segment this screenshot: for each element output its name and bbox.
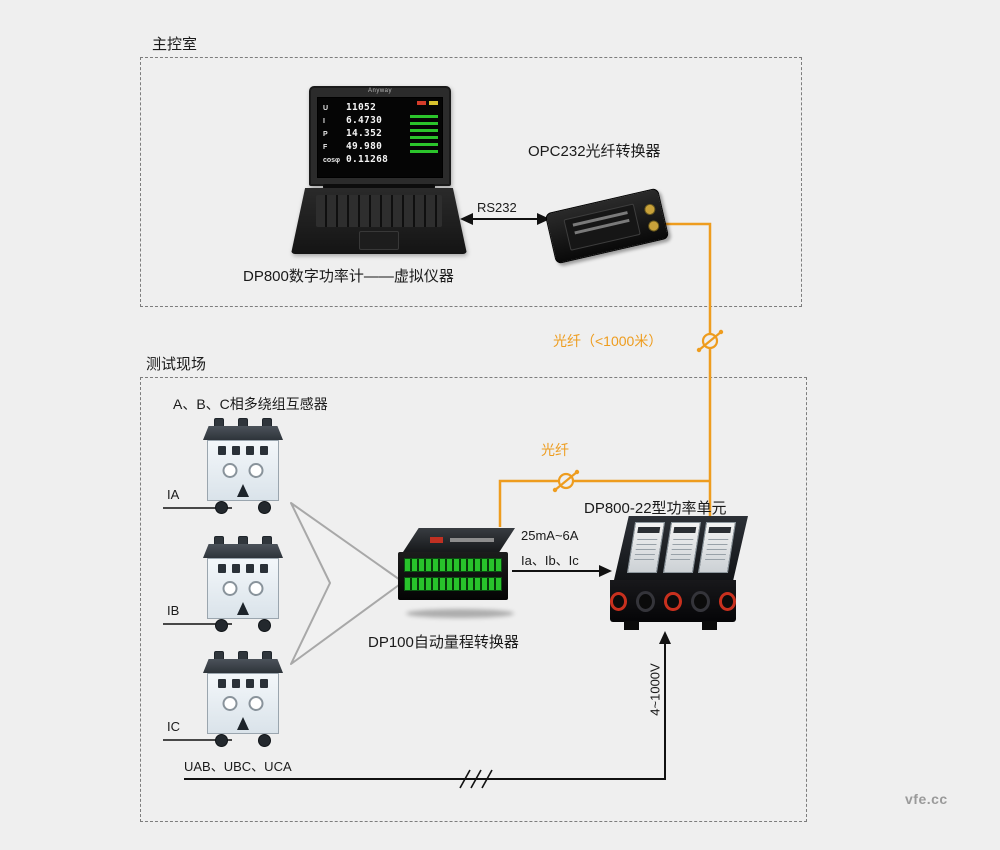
opc232-body: [544, 187, 670, 265]
transformer-dials: [222, 463, 264, 478]
power-unit-foot: [702, 621, 717, 630]
control-room-box: [140, 57, 802, 307]
transformer-group-label: A、B、C相多绕组互感器: [173, 396, 328, 412]
transformer-body: [207, 558, 279, 619]
screen-status-indicators: [417, 101, 438, 105]
terminal-led-row: [404, 577, 502, 591]
current-range-label: 25mA~6A: [521, 528, 579, 543]
terminal-led-row: [404, 558, 502, 572]
reading-name: F: [323, 144, 328, 151]
power-module-card: [698, 522, 737, 573]
power-module-card: [662, 522, 701, 573]
red-connector-icon: [718, 591, 736, 611]
reading-row: I 6.4730: [323, 115, 404, 127]
reading-name: I: [323, 118, 325, 125]
brand-logo-icon: [429, 537, 443, 543]
transformer-wheel: [215, 501, 228, 514]
ic-label: IC: [167, 719, 180, 734]
laptop-hinge: [323, 184, 435, 189]
device-shadow: [406, 609, 514, 618]
laptop-caption: DP800数字功率计——虚拟仪器: [243, 268, 454, 285]
transformer-wheel: [258, 501, 271, 514]
transformer-lid: [203, 426, 283, 440]
transformer-ib: [203, 536, 283, 632]
control-room-title: 主控室: [152, 36, 198, 53]
red-connector-icon: [610, 591, 628, 611]
power-unit-front-face: [610, 580, 736, 622]
ia-label: IA: [167, 487, 180, 502]
up-arrow-icon: [237, 602, 249, 615]
transformer-ic: [203, 651, 283, 747]
transformer-ia: [203, 418, 283, 514]
opc232-converter: [544, 186, 671, 266]
transformer-wheel: [258, 734, 271, 747]
ib-label: IB: [167, 603, 180, 618]
laptop-screen: Anyway U 11052 I 6.4730 P 14.352 F 49.98…: [309, 86, 451, 186]
reading-name: U: [323, 105, 329, 112]
transformer-body: [207, 673, 279, 734]
up-arrow-icon: [237, 717, 249, 730]
dp100-label: DP100自动量程转换器: [368, 634, 519, 651]
transformer-wheel: [215, 619, 228, 632]
transformer-wheel: [215, 734, 228, 747]
laptop: Anyway U 11052 I 6.4730 P 14.352 F 49.98…: [291, 86, 467, 264]
watermark: vfe.cc: [905, 791, 948, 807]
test-site-title: 测试现场: [146, 356, 207, 373]
reading-name: P: [323, 131, 328, 138]
transformer-lid: [203, 544, 283, 558]
dp100-front-face: [398, 552, 508, 600]
reading-name: cosφ: [323, 157, 341, 164]
voltage-range-label: 4~1000V: [647, 663, 663, 716]
power-unit-top-face: [614, 516, 748, 580]
test-site-box: [140, 377, 807, 822]
fiber-short-label: 光纤: [541, 442, 569, 458]
black-connector-icon: [636, 590, 656, 612]
transformer-terminals: [218, 564, 268, 573]
laptop-display: U 11052 I 6.4730 P 14.352 F 49.980 cosφ: [317, 97, 443, 178]
fiber-ports: [643, 202, 661, 233]
current-phases-label: Ia、Ib、Ic: [521, 553, 579, 568]
opc232-label-plate: [563, 203, 641, 251]
laptop-touchpad: [359, 231, 399, 250]
opc232-label: OPC232光纤转换器: [528, 143, 661, 160]
laptop-keys: [315, 195, 443, 227]
transformer-terminals: [218, 679, 268, 688]
transformer-lid: [203, 659, 283, 673]
black-connector-icon: [690, 590, 710, 612]
dp800-power-unit: [610, 516, 750, 634]
model-text-strip: [450, 538, 495, 542]
up-arrow-icon: [237, 484, 249, 497]
transformer-terminals: [218, 446, 268, 455]
power-unit-foot: [624, 621, 639, 630]
power-module-card: [626, 522, 665, 573]
screen-side-readouts: [410, 111, 438, 157]
reading-value: 49.980: [346, 141, 383, 152]
reading-value: 6.4730: [346, 115, 383, 126]
dp100-converter: [398, 528, 520, 624]
reading-value: 14.352: [346, 128, 383, 139]
laptop-keyboard: [291, 188, 467, 254]
reading-row: P 14.352: [323, 128, 404, 140]
reading-row: F 49.980: [323, 141, 404, 153]
reading-row: U 11052: [323, 102, 404, 114]
voltage-lines-label: UAB、UBC、UCA: [184, 759, 292, 774]
fiber-long-label: 光纤（<1000米）: [553, 333, 663, 349]
dp100-top-face: [403, 528, 515, 552]
rs232-label: RS232: [477, 200, 517, 215]
red-connector-icon: [664, 591, 682, 611]
fiber-connector-icon: [696, 329, 724, 353]
power-unit-label: DP800-22型功率单元: [584, 500, 727, 517]
reading-value: 0.11268: [346, 154, 389, 165]
laptop-brand: Anyway: [367, 88, 392, 94]
transformer-body: [207, 440, 279, 501]
transformer-wheel: [258, 619, 271, 632]
reading-row: cosφ 0.11268: [323, 154, 404, 166]
transformer-dials: [222, 696, 264, 711]
transformer-dials: [222, 581, 264, 596]
reading-value: 11052: [346, 102, 377, 113]
